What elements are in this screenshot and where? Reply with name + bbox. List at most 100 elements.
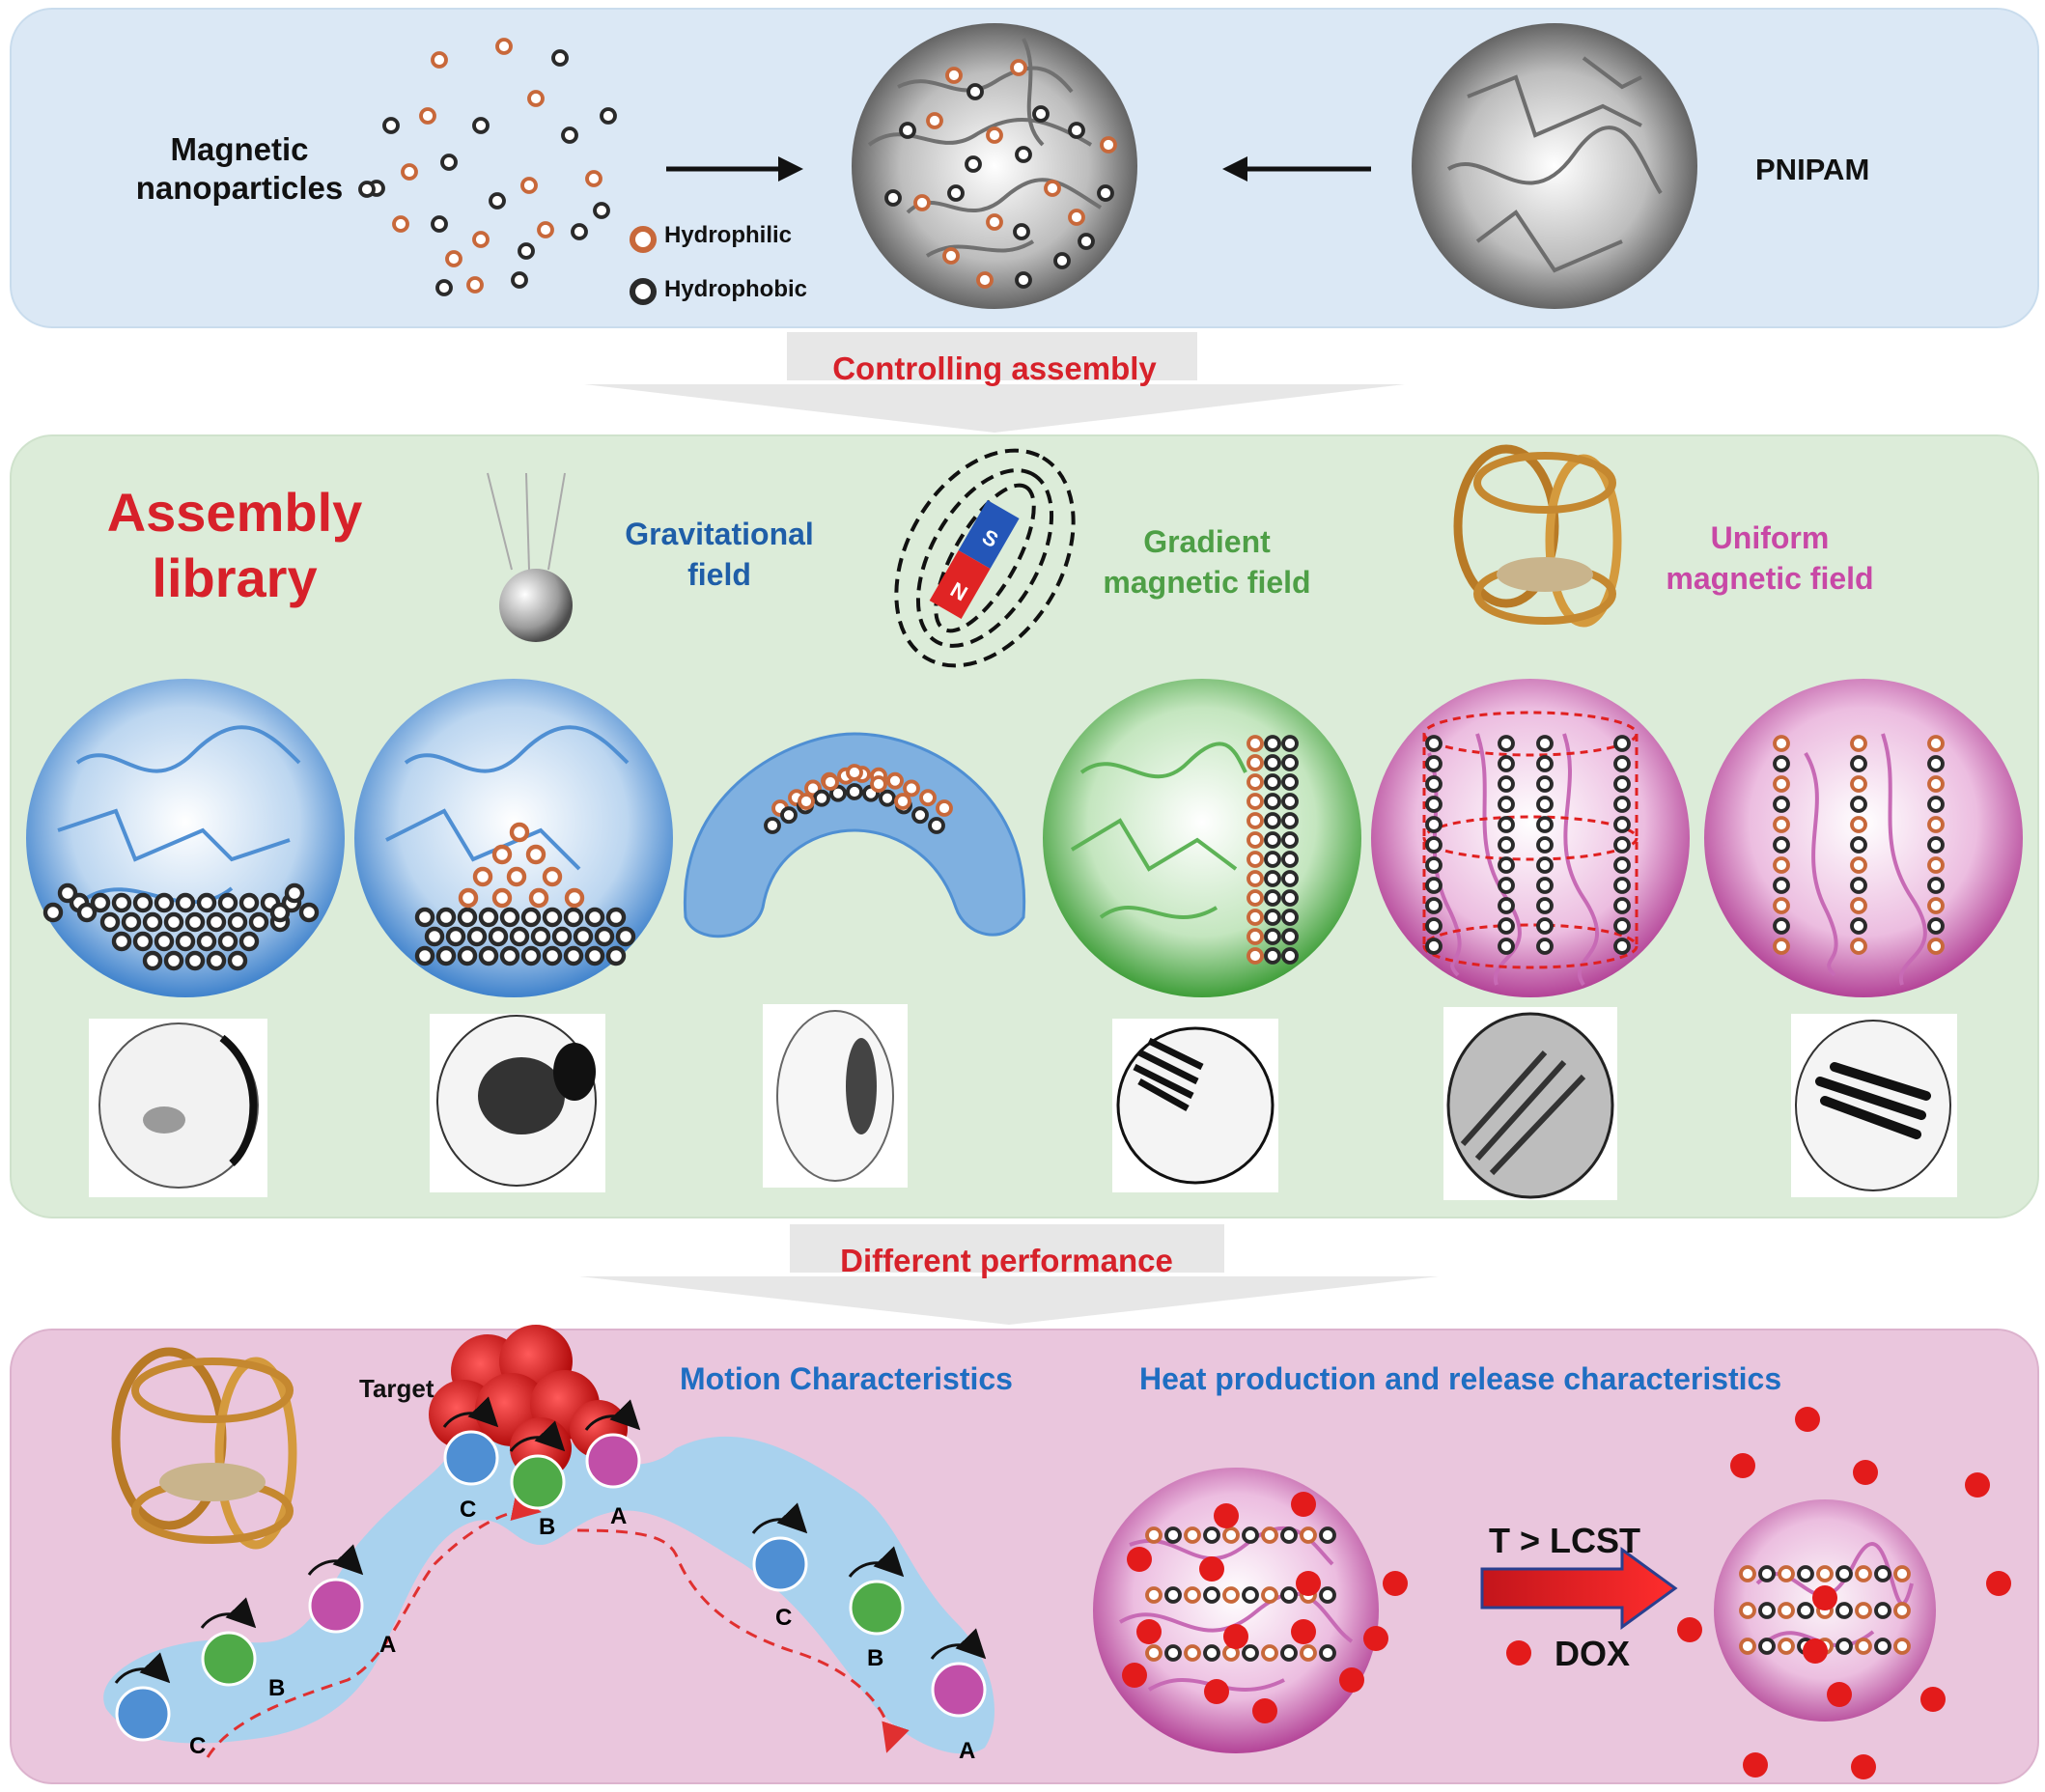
hydrophobic-particle	[1850, 755, 1867, 772]
hydrophobic-particle	[1281, 851, 1299, 868]
hydrophobic-particle	[573, 926, 594, 947]
sphere-gradient	[1043, 679, 1361, 997]
dox-molecule	[1383, 1571, 1408, 1596]
hydrophobic-particle	[1835, 1602, 1853, 1619]
hydrophilic-particle	[1773, 856, 1790, 874]
hydrophobic-particle	[1203, 1644, 1220, 1662]
hydrophobic-particle	[1425, 796, 1443, 813]
hydrophobic-particle	[175, 931, 196, 952]
hydrophilic-particle	[506, 866, 527, 887]
hydrophilic-particle	[870, 775, 887, 793]
hydrophilic-particle	[1927, 816, 1945, 833]
hydrophobic-particle	[1425, 938, 1443, 955]
hydrophobic-particle	[563, 945, 584, 966]
hydrophobic-particle	[1874, 1638, 1891, 1655]
microrobot	[931, 1662, 987, 1718]
hydrophobic-particle	[1874, 1565, 1891, 1582]
hydrophobic-particle	[1264, 831, 1281, 849]
microrobots	[114, 1396, 987, 1742]
rotation-arrow	[584, 1399, 641, 1431]
hydrophobic-particle	[499, 945, 520, 966]
robot-letter-b1: B	[268, 1675, 286, 1701]
hydrophobic-particle	[1425, 897, 1443, 914]
hydrophobic-particle	[1850, 877, 1867, 894]
hydrophobic-particle	[1498, 775, 1515, 793]
hydrophilic-particle	[1816, 1565, 1834, 1582]
hydrophilic-particle	[1184, 1644, 1201, 1662]
hydrophilic-particle	[846, 764, 863, 781]
arrow-from-pnipam	[1222, 156, 1371, 182]
rotation-arrow	[200, 1597, 257, 1629]
arrow-to-composite	[666, 156, 803, 182]
hydrophobic-particle	[1425, 816, 1443, 833]
hydrophobic-particle	[1927, 917, 1945, 935]
hydrophobic-particle	[227, 911, 248, 933]
hydrophilic-particle	[537, 221, 554, 238]
hydrophobic-particle	[1032, 105, 1050, 123]
rotation-arrow	[509, 1420, 566, 1452]
hydrophobic-particle	[1281, 870, 1299, 887]
hydrophobic-particle	[382, 117, 400, 134]
hydrophobic-particle	[1773, 755, 1790, 772]
hydrophobic-particle	[1264, 754, 1281, 771]
hydrophobic-particle	[424, 926, 445, 947]
dox-molecule	[1122, 1663, 1147, 1688]
hydrophobic-particle	[1425, 775, 1443, 793]
hydrophilic-particle	[822, 773, 839, 791]
dox-molecule	[1223, 1624, 1248, 1649]
hydrophilic-particle	[1927, 897, 1945, 914]
hydrophobic-particle	[1053, 252, 1071, 269]
hydrophilic-particle	[1247, 928, 1264, 945]
dox-label: DOX	[1555, 1634, 1631, 1673]
lcst-label: T > LCST	[1489, 1521, 1641, 1560]
hydrophobic-particle	[813, 789, 830, 807]
dox-molecule	[1252, 1698, 1277, 1723]
hydrophobic-particle	[1319, 1526, 1336, 1544]
microrobot	[201, 1631, 257, 1687]
sphere-uniform-2	[1704, 679, 2023, 997]
hydrophilic-particle	[1893, 1565, 1911, 1582]
hydrophilic-particle	[894, 793, 911, 810]
hydrophobic-particle	[1280, 1586, 1298, 1604]
hydrophobic-particle	[629, 277, 658, 306]
hydrophobic-particle	[184, 911, 206, 933]
rotation-arrow	[442, 1396, 499, 1428]
sphere-gravity-2	[354, 679, 673, 997]
pnipam-label: PNIPAM	[1755, 153, 1870, 186]
hydrophobic-particle	[1242, 1526, 1259, 1544]
hydrophobic-particle	[90, 892, 111, 913]
hydrophobic-particle	[1015, 146, 1032, 163]
hydrophobic-particle	[1242, 1644, 1259, 1662]
hydrophobic-particle	[829, 784, 847, 802]
hydrophilic-particle	[528, 887, 549, 909]
trajectory-dashed	[206, 1492, 910, 1758]
hydrophilic-particle	[1300, 1526, 1317, 1544]
hydrophobic-particle	[1758, 1638, 1776, 1655]
dox-molecule	[1127, 1547, 1152, 1572]
hydrophobic-particle	[1498, 917, 1515, 935]
hydrophobic-particle	[42, 902, 64, 923]
hydrophilic-particle	[1247, 870, 1264, 887]
hydrophobic-particle	[605, 945, 627, 966]
hydrophobic-particle	[57, 882, 78, 904]
hydrophobic-particle	[488, 926, 509, 947]
dox-molecule	[1795, 1407, 1820, 1432]
hydrophobic-particle	[1927, 836, 1945, 854]
hydrophilic-particle	[903, 779, 920, 798]
hydrophobic-particle	[1613, 816, 1631, 833]
dox-molecule	[1965, 1472, 1990, 1498]
hydrophilic-particle	[1184, 1526, 1201, 1544]
hydrophilic-particle	[1222, 1586, 1240, 1604]
hydrophobic-particle	[1536, 796, 1554, 813]
hydrophobic-particle	[132, 892, 154, 913]
hydrophobic-particle	[1164, 1526, 1182, 1544]
different-performance-label: Different performance	[840, 1243, 1173, 1278]
hydrophobic-particle	[1264, 928, 1281, 945]
gradient-field-label: Gradient magnetic field	[1103, 524, 1311, 600]
hydrophobic-particle	[457, 945, 478, 966]
gravitational-field-label: Gravitational field	[625, 517, 814, 592]
hydrophobic-particle	[764, 817, 781, 834]
hydrophobic-particle	[142, 911, 163, 933]
hydrophilic-particle	[472, 866, 493, 887]
